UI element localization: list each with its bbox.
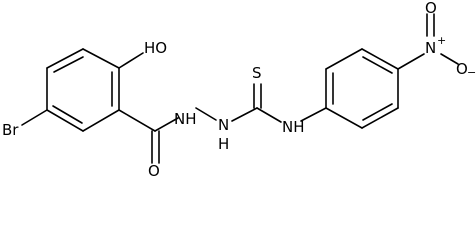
bond-ring2-c5-c6 — [361, 107, 399, 129]
atom-label-br: Br — [2, 121, 19, 139]
atom-label-nitro-nitrogen-charge: + — [437, 34, 446, 47]
bond-ring2-c3-c4 — [361, 48, 399, 70]
bond-ring2-c3-c4-inner — [362, 56, 393, 74]
bond-ring1-c6-c1 — [46, 48, 84, 69]
bond-ring1-c3-c4 — [82, 109, 120, 132]
bromophenol-ring — [46, 48, 120, 132]
bond-ring2-nitro — [397, 53, 425, 70]
atom-label-sulfur: S — [252, 64, 262, 82]
atom-label-nh-hydrazide: NH — [174, 110, 197, 128]
chemical-structure-drawing: Br HO O NH N H S NH N + O O − — [2, 0, 476, 178]
bond-ring1-c4-c5 — [46, 109, 84, 132]
atom-label-nitro-oxygen-right: O — [456, 60, 468, 78]
bond-nh-ring2 — [300, 107, 327, 122]
atom-label-carbonyl-oxygen: O — [148, 162, 160, 178]
atom-label-n-hydrazide: N — [218, 116, 229, 134]
bond-carbonyl-nh — [154, 117, 179, 132]
atom-label-nh-thiourea: NH — [282, 118, 305, 136]
structure-canvas: Br HO O NH N H S NH N + O O − — [2, 0, 476, 178]
atom-label-nitro-nitrogen: N — [425, 39, 436, 57]
atom-label-hydroxyl: HO — [144, 39, 167, 57]
atom-label-h-hydrazide: H — [218, 135, 229, 153]
atom-label-nitro-oxygen-top: O — [425, 0, 437, 17]
bond-ring2-c2-c3 — [325, 48, 363, 70]
bond-ring2-c5-c6-inner — [362, 103, 393, 121]
bond-ring2-c6-c1 — [325, 107, 363, 129]
bond-thiocarbonyl-nh — [256, 107, 282, 123]
nitrophenyl-ring — [325, 48, 399, 129]
bond-nh-thiocarbonyl — [231, 107, 258, 122]
bond-c-br — [21, 109, 48, 126]
bond-ring1-c6-c1-inner — [53, 56, 84, 73]
bond-nitro-o-right — [440, 53, 459, 65]
bond-ring1-c1-c2 — [82, 48, 120, 69]
bond-nh-nh — [195, 107, 217, 121]
bond-ring1-c4-c5-inner — [52, 105, 83, 124]
bond-ring-carbonyl — [118, 109, 156, 132]
bond-c-oh — [118, 52, 144, 69]
atom-label-nitro-oxygen-charge: − — [467, 66, 476, 79]
